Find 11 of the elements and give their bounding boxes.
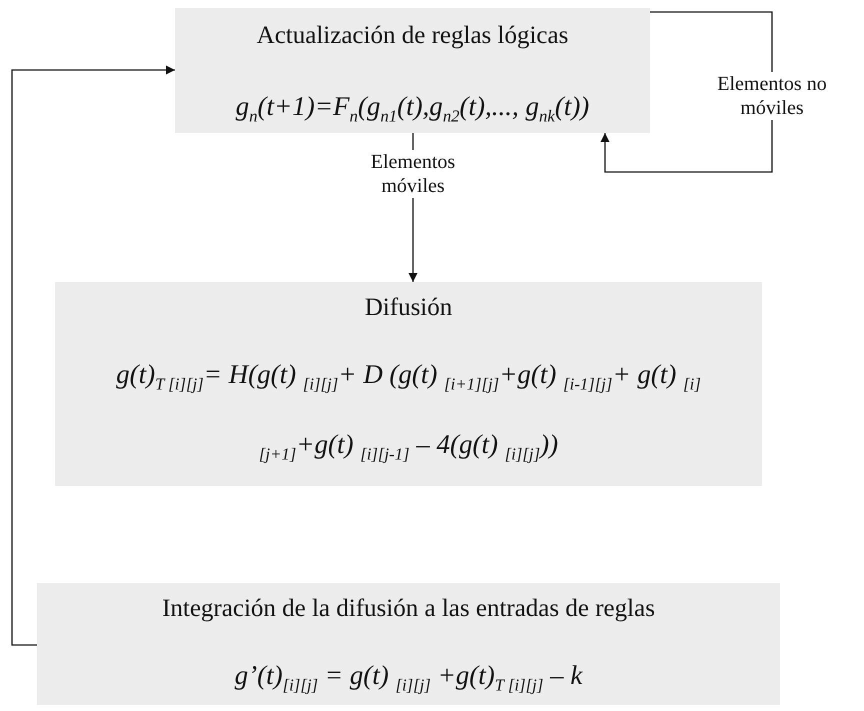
process-box — [37, 583, 780, 705]
box-heading: Integración de la difusión a las entradas de reglas — [161, 595, 656, 623]
formula: g(t)$_{T [i][j]}$= H(g(t) $_{[i][j]}$+ D (g(t) $_{[i+1][j]}$+g(t) $_{[i-1][j]}$+ g(t) $_{[i]}$$_{[j+1]}$+g(t) $_{[i][j-1]}$ – 4(g(t) $_{[i][j]}$)) — [115, 358, 702, 466]
process-box — [55, 282, 762, 486]
process-box — [175, 8, 650, 133]
box-heading: Actualización de reglas lógicas — [256, 22, 570, 50]
arrow — [600, 11, 773, 173]
box-heading: Difusión — [364, 294, 454, 322]
arrow — [11, 66, 175, 646]
formula: g$_{n}$(t+1)=F$_{n}$(g$_{n1}$(t),g$_{n2}$(t),..., g$_{nk}$(t)) — [234, 90, 590, 128]
formula: g’(t)$_{[i][j]}$ = g(t) $_{[i][j]}$ +g(t)$_{T [i][j]}$ – k — [234, 659, 584, 696]
